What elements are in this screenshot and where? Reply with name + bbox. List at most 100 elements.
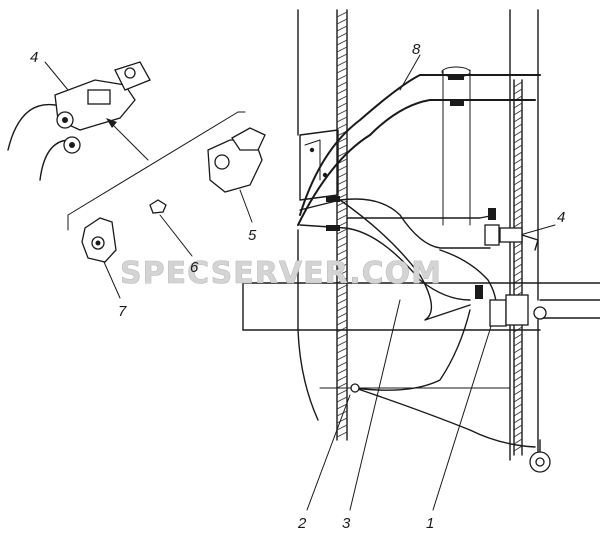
hatch-stroke xyxy=(336,319,348,326)
hatch-stroke xyxy=(336,88,348,95)
hatch-stroke xyxy=(336,249,348,256)
explode-arrow-head xyxy=(106,118,117,128)
hatch-stroke xyxy=(336,340,348,347)
hatch-stroke xyxy=(336,410,348,417)
hose-3 xyxy=(354,309,471,391)
hatch-stroke xyxy=(336,298,348,305)
bracket-detail xyxy=(304,139,321,181)
hose-1 xyxy=(439,249,498,321)
hatch-stroke xyxy=(336,67,348,74)
hatch-stroke xyxy=(513,361,523,368)
hatch-stroke xyxy=(336,11,348,18)
port-4b-core xyxy=(69,142,75,148)
hatch-stroke xyxy=(513,242,523,249)
hatch-stroke xyxy=(336,347,348,354)
callout-8: 8 xyxy=(412,41,421,58)
hatch-stroke xyxy=(513,130,523,137)
callout-2: 2 xyxy=(297,515,307,532)
callout-3: 3 xyxy=(342,515,351,532)
bracket-7-hole-core xyxy=(95,240,101,246)
hatch-stroke xyxy=(336,200,348,207)
hatch-stroke xyxy=(513,333,523,340)
hatch-stroke xyxy=(513,403,523,410)
hatch-stroke xyxy=(336,396,348,403)
hatch-stroke xyxy=(336,333,348,340)
plug-lower xyxy=(475,285,483,299)
hatch-stroke xyxy=(513,116,523,123)
flange-5-top xyxy=(231,127,266,151)
harness-upper xyxy=(299,198,491,249)
cable-4a xyxy=(7,103,56,151)
callout-7: 7 xyxy=(118,303,127,320)
hatch-stroke xyxy=(336,214,348,221)
hatch-stroke xyxy=(513,207,523,214)
hatch-stroke xyxy=(336,242,348,249)
callout-labels: 4 8 4 5 6 7 2 3 1 xyxy=(30,41,565,532)
hatch-stroke xyxy=(336,32,348,39)
hatch-stroke xyxy=(336,417,348,424)
clip-mid xyxy=(450,100,464,106)
hatch-stroke xyxy=(513,214,523,221)
frame-structure xyxy=(242,9,600,461)
flange-5-port xyxy=(214,154,230,170)
hatch-stroke xyxy=(513,256,523,263)
hatch-stroke xyxy=(336,375,348,382)
leader-3 xyxy=(349,299,401,511)
left-panel-edge xyxy=(297,9,319,421)
leader-1 xyxy=(432,319,494,511)
hatch-stroke xyxy=(513,340,523,347)
hatch-stroke xyxy=(513,151,523,158)
bottom-fitting-core xyxy=(535,457,545,467)
callout-6: 6 xyxy=(190,259,199,276)
hatch-stroke xyxy=(336,39,348,46)
hatch-stroke xyxy=(336,102,348,109)
hatch-stroke xyxy=(336,74,348,81)
hatch-stroke xyxy=(513,410,523,417)
hatch-stroke xyxy=(513,137,523,144)
hatch-stroke xyxy=(513,123,523,130)
hatch-stroke xyxy=(513,81,523,88)
hatch-stroke xyxy=(513,172,523,179)
left-rail-hatching xyxy=(336,11,348,438)
hatch-stroke xyxy=(513,249,523,256)
exploded-detail xyxy=(7,61,266,299)
hatch-stroke xyxy=(336,270,348,277)
hatch-stroke xyxy=(336,277,348,284)
sensor-body-lower xyxy=(505,294,529,326)
port-4a-core xyxy=(62,117,68,123)
leader-8 xyxy=(399,54,421,91)
harness-top-straight xyxy=(347,214,496,219)
hatch-stroke xyxy=(513,382,523,389)
harness-mid xyxy=(299,224,471,301)
hatch-stroke xyxy=(513,431,523,438)
plug-upper xyxy=(488,208,496,220)
sensor-housing-upper xyxy=(484,224,500,246)
leader-4b xyxy=(519,224,556,236)
hatch-stroke xyxy=(513,389,523,396)
hatch-stroke xyxy=(336,207,348,214)
bracket-bolt-1 xyxy=(309,147,315,153)
hatch-stroke xyxy=(336,389,348,396)
hatch-stroke xyxy=(336,361,348,368)
valve-cap-4 xyxy=(87,89,111,105)
hatch-stroke xyxy=(513,284,523,291)
clip-top xyxy=(448,74,464,80)
hatch-stroke xyxy=(336,263,348,270)
clip-left-1 xyxy=(326,196,340,202)
hatch-stroke xyxy=(336,403,348,410)
hatch-stroke xyxy=(336,424,348,431)
explode-group-line xyxy=(67,111,246,216)
hatch-stroke xyxy=(336,305,348,312)
leader-6 xyxy=(159,214,193,257)
hatch-stroke xyxy=(513,445,523,452)
hatch-stroke xyxy=(513,109,523,116)
callout-5: 5 xyxy=(248,227,257,244)
watermark-text: SPECSERVER.COM xyxy=(120,256,442,291)
hatch-stroke xyxy=(513,424,523,431)
hatch-stroke xyxy=(513,193,523,200)
hatch-stroke xyxy=(336,431,348,438)
installed-components xyxy=(326,74,551,473)
hatch-stroke xyxy=(513,354,523,361)
leader-7 xyxy=(103,261,121,299)
